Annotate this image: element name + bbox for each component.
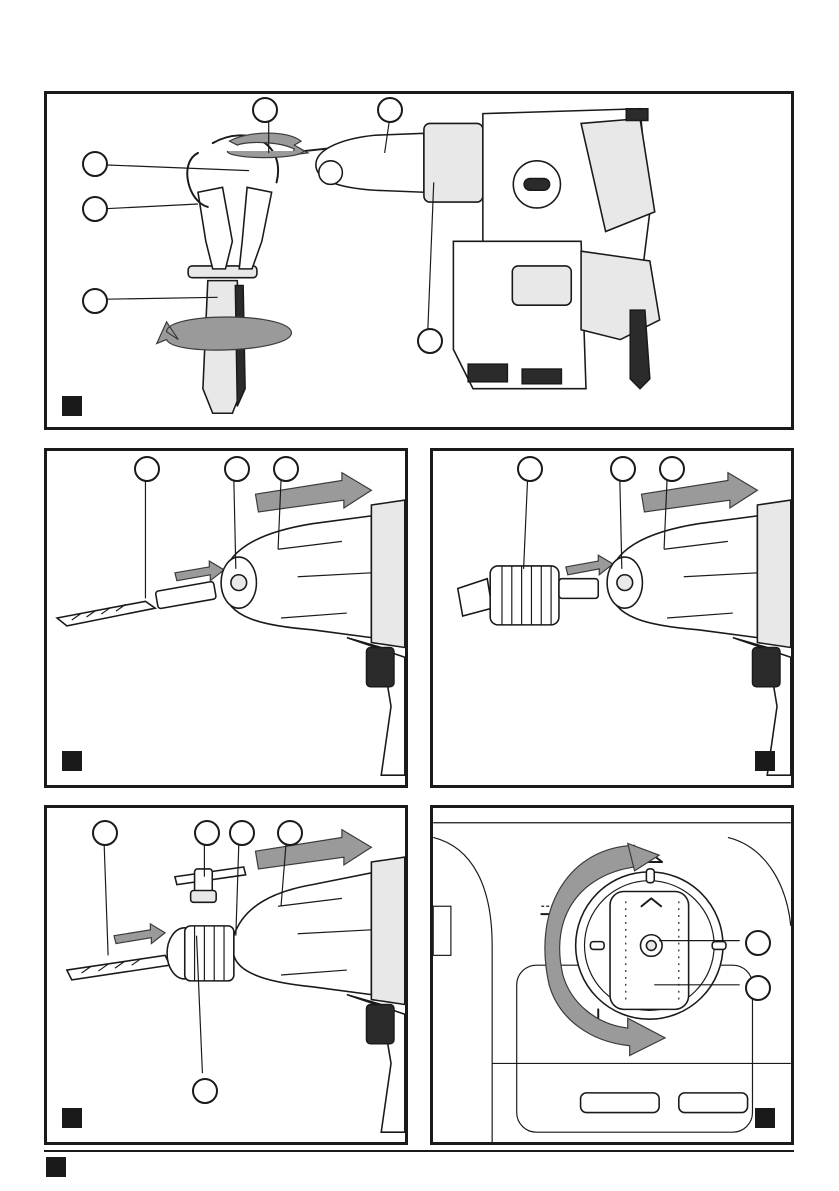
figure-2-panel [44,448,408,788]
callout-marker [277,820,303,846]
drill-chuck-assembly [607,500,791,775]
figure-4-panel [44,805,408,1145]
figure-5-panel [430,805,794,1145]
figure-number-badge [62,1108,82,1128]
chuck-key [175,867,246,902]
drill-chuck-assembly [221,500,405,775]
callout-marker [82,196,108,222]
callout-marker [82,151,108,177]
callout-marker [377,97,403,123]
figure-number-badge [755,751,775,771]
drill-body [316,109,660,389]
figure-number-badge [62,396,82,416]
keyed-chuck-adapter [458,566,598,625]
mode-selector-illustration [433,808,791,1142]
pull-arrow-icon [641,473,757,512]
callout-marker [194,820,220,846]
keyed-chuck-bit-illustration [47,808,405,1142]
drill-bit [67,955,170,980]
hammer-drill-overview-illustration [47,94,791,427]
fitting-chuck-adapter-illustration [433,451,791,785]
callout-marker [659,456,685,482]
callout-marker [92,820,118,846]
callout-marker [252,97,278,123]
pull-arrow-icon [255,830,371,869]
pull-arrow-icon [255,473,371,512]
push-arrow-icon [114,924,165,944]
inserting-sds-bit-illustration [47,451,405,785]
push-arrow-icon [566,555,613,575]
rotation-arrow-icon [157,317,292,350]
figure-3-panel [430,448,794,788]
figure-number-badge [62,751,82,771]
callout-marker [224,456,250,482]
callout-marker [273,456,299,482]
callout-marker [745,975,771,1001]
rotation-arrow-icon [227,151,304,158]
callout-marker [82,288,108,314]
callout-marker [192,1078,218,1104]
callout-marker [745,930,771,956]
side-handle [187,135,278,413]
callout-marker [610,456,636,482]
footer-rule [44,1150,794,1152]
callout-marker [417,328,443,354]
callout-marker [517,456,543,482]
figure-1-panel [44,91,794,430]
callout-marker [229,820,255,846]
callout-marker [134,456,160,482]
mode-selector-dial [576,869,726,1019]
figure-number-badge [755,1108,775,1128]
push-arrow-icon [175,561,224,581]
drill-bit [57,581,216,626]
page-number-badge [46,1157,66,1177]
